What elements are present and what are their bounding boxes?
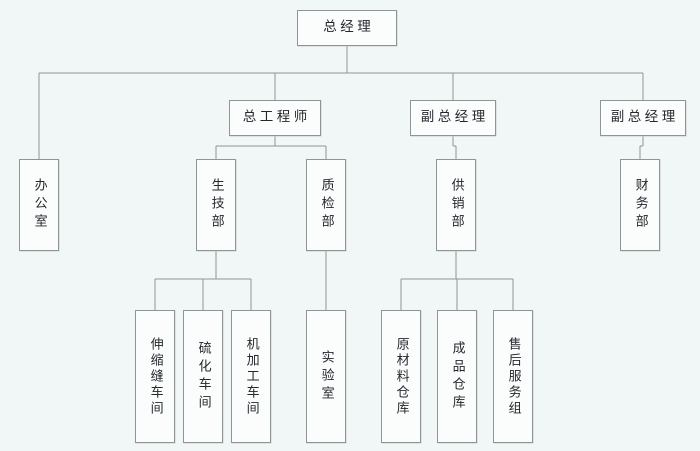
org-node-after-sales[interactable]: 售后服务组 — [493, 310, 533, 443]
org-node-supply[interactable]: 供销部 — [436, 159, 476, 251]
org-node-label-gm: 总经理 — [323, 19, 375, 36]
org-node-gm[interactable]: 总经理 — [297, 10, 397, 46]
org-node-label-chief-eng: 总工程师 — [242, 109, 311, 126]
org-node-dep-gm-1[interactable]: 副总经理 — [410, 100, 496, 136]
org-node-label-prod-tech: 生技部 — [208, 178, 224, 232]
org-node-label-after-sales: 售后服务组 — [505, 336, 521, 417]
org-node-fin-wh[interactable]: 成品仓库 — [437, 310, 477, 443]
org-node-office[interactable]: 办公室 — [19, 159, 59, 251]
org-node-label-vulcan-ws: 硫化车间 — [195, 340, 211, 413]
org-node-label-quality: 质检部 — [318, 178, 334, 232]
org-node-prod-tech[interactable]: 生技部 — [196, 159, 236, 251]
org-node-label-supply: 供销部 — [448, 178, 464, 232]
org-node-vulcan-ws[interactable]: 硫化车间 — [183, 310, 223, 443]
org-node-label-fin-wh: 成品仓库 — [449, 340, 465, 413]
org-node-chief-eng[interactable]: 总工程师 — [229, 100, 321, 136]
org-node-label-lab: 实验室 — [318, 349, 334, 404]
org-node-raw-wh[interactable]: 原材料仓库 — [381, 310, 421, 443]
org-node-label-finance: 财务部 — [632, 178, 648, 232]
org-node-label-dep-gm-1: 副总经理 — [420, 109, 489, 126]
org-node-lab[interactable]: 实验室 — [306, 310, 346, 443]
org-node-label-raw-wh: 原材料仓库 — [393, 336, 409, 417]
org-node-machine-ws[interactable]: 机加工车间 — [231, 310, 271, 443]
org-node-label-office: 办公室 — [31, 178, 47, 232]
org-node-joint-ws[interactable]: 伸缩缝车间 — [135, 310, 175, 443]
org-node-finance[interactable]: 财务部 — [620, 159, 660, 251]
org-node-label-joint-ws: 伸缩缝车间 — [147, 336, 163, 417]
org-node-label-machine-ws: 机加工车间 — [243, 336, 259, 417]
org-node-dep-gm-2[interactable]: 副总经理 — [600, 100, 686, 136]
org-node-quality[interactable]: 质检部 — [306, 159, 346, 251]
org-node-label-dep-gm-2: 副总经理 — [610, 109, 679, 126]
